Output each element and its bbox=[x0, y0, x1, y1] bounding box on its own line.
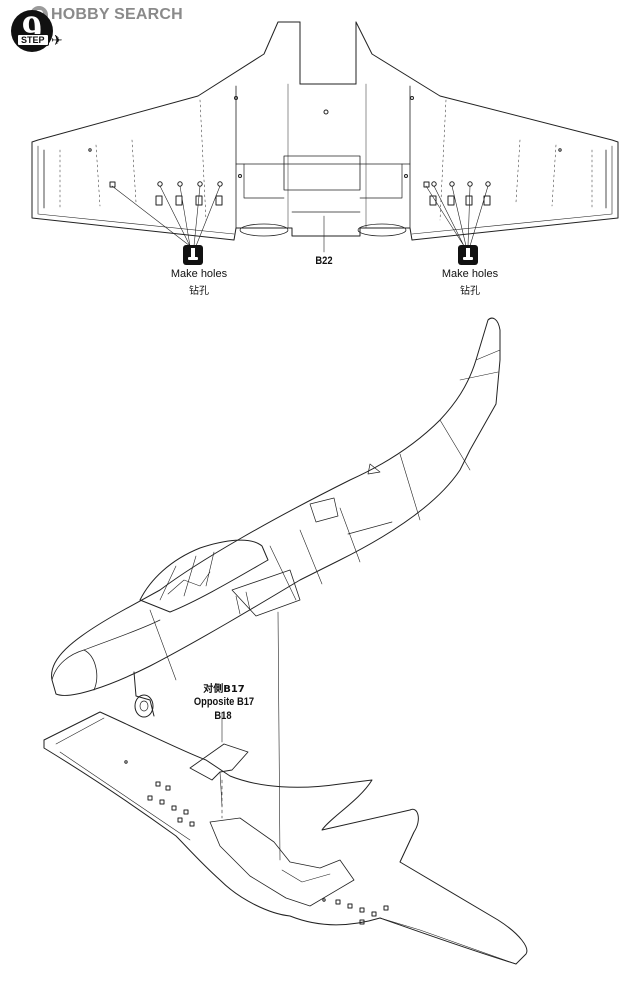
opposite-b17-cn-label: 对側B17 bbox=[203, 684, 245, 695]
watermark-text: HOBBY SEARCH bbox=[51, 6, 183, 23]
drill-icon bbox=[183, 245, 203, 265]
make-holes-label-right: Make holes bbox=[441, 268, 499, 280]
step-label: STEP bbox=[17, 34, 49, 46]
make-holes-label-left: Make holes bbox=[170, 268, 228, 280]
part-label-b22: B22 bbox=[315, 255, 333, 267]
drill-icon bbox=[458, 245, 478, 265]
fuselage-assembly bbox=[51, 317, 501, 718]
make-holes-cn-label-right: 钻孔 bbox=[460, 286, 480, 297]
part-label-b18: B18 bbox=[214, 710, 232, 722]
jet-silhouette-icon: ✈ bbox=[51, 32, 63, 48]
step-badge: 9 STEP ✈ bbox=[11, 7, 69, 52]
opposite-b17-label: Opposite B17 bbox=[193, 696, 255, 708]
wing-part-b22 bbox=[31, 21, 619, 253]
wing-part-lower bbox=[43, 611, 528, 965]
make-holes-cn-label-left: 钻孔 bbox=[189, 286, 209, 297]
